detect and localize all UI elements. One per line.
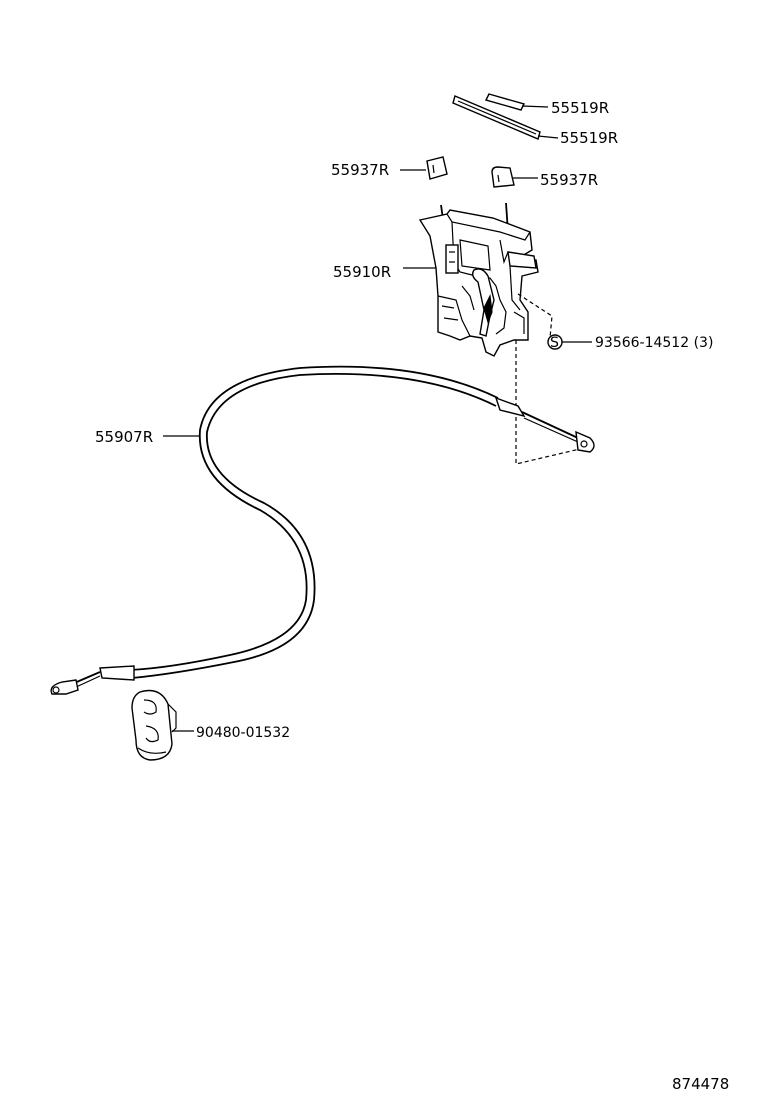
- cushion-right: [491, 166, 515, 188]
- cable: [50, 365, 595, 695]
- screw-symbol: S: [547, 334, 563, 351]
- seal-upper: [484, 93, 526, 111]
- label-seal-lower: 55519R: [560, 129, 618, 147]
- seal-lower: [452, 95, 541, 140]
- cushion-left: [426, 156, 448, 180]
- dash-cable-end: [515, 340, 585, 465]
- label-cable: 55907R: [95, 428, 153, 446]
- label-lock-assy: 55910R: [333, 263, 391, 281]
- grommet: [131, 689, 177, 761]
- label-seal-upper: 55519R: [551, 99, 609, 117]
- figure-number: 874478: [672, 1075, 729, 1093]
- label-cushion-right: 55937R: [540, 171, 598, 189]
- label-screw: 93566-14512 (3): [595, 335, 713, 351]
- leader-seal-lower: [537, 135, 559, 139]
- label-cushion-left: 55937R: [331, 161, 389, 179]
- lock-assembly: [418, 202, 539, 357]
- label-grommet: 90480-01532: [196, 725, 290, 741]
- svg-text:S: S: [550, 335, 559, 351]
- leader-seal-upper: [521, 105, 549, 108]
